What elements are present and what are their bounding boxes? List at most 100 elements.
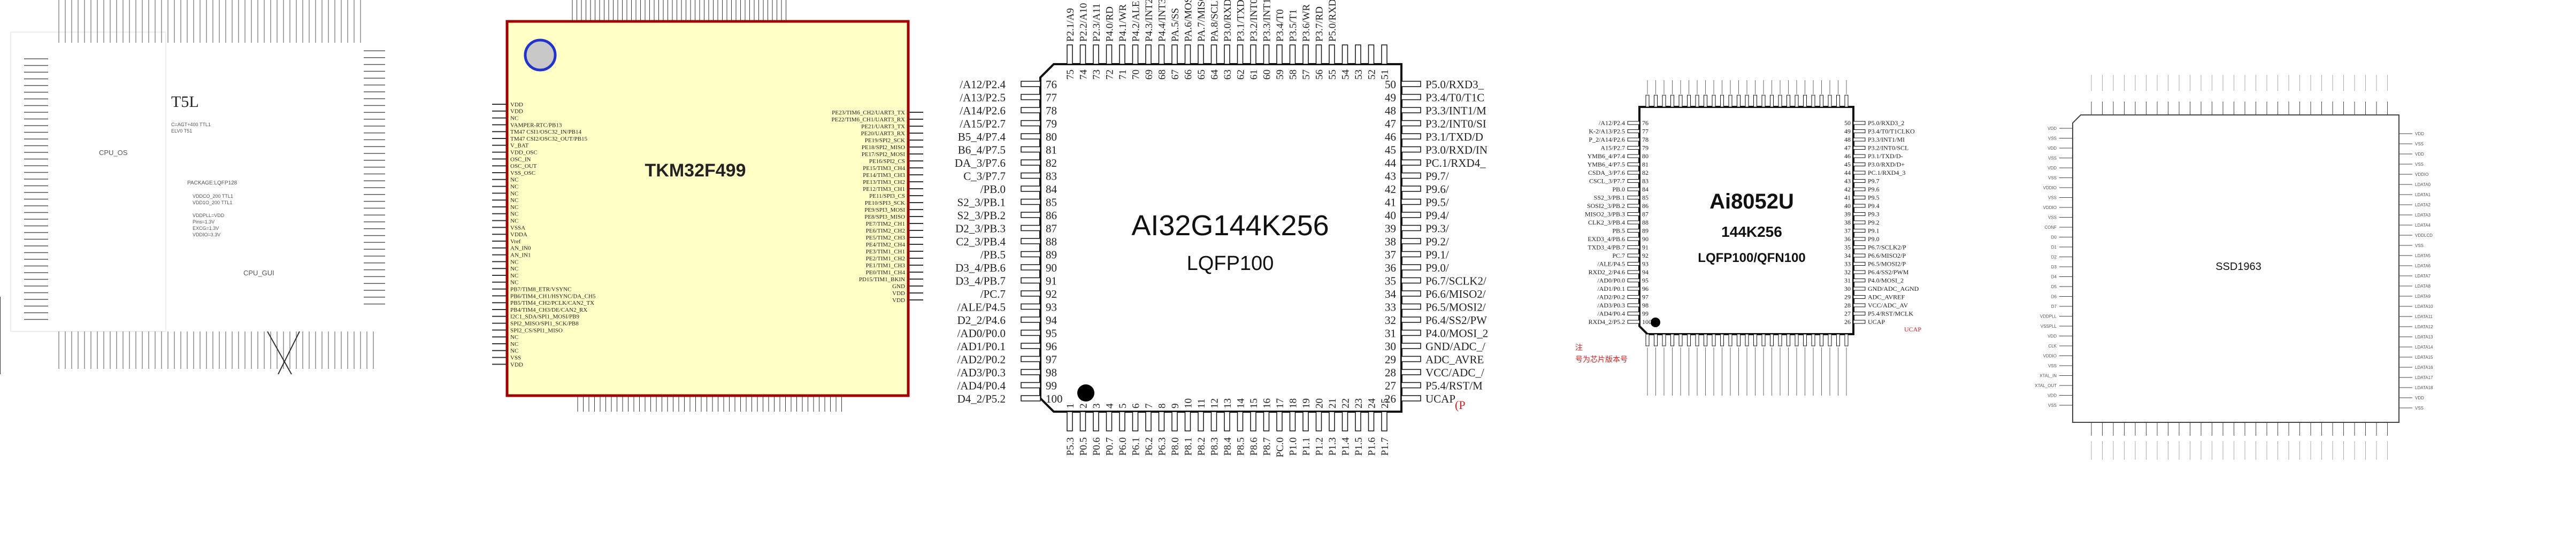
ai32-top-number: 55 (1327, 70, 1338, 80)
ai32-left-label: /AD0/P0.0 (957, 327, 1006, 340)
t5l-note-1: C=AGT+400 TTL1 (171, 122, 211, 127)
ai8052-right-label: P3.0/RXD/D+ (1868, 161, 1905, 168)
ai32-bottom-stub (1158, 411, 1165, 431)
ssd-right-label: LDATA15 (2415, 355, 2433, 360)
ai32-bottom-label: P8.4 (1222, 437, 1233, 456)
ai32-bottom-number: 8 (1157, 404, 1168, 409)
ai32-right-number: 35 (1385, 275, 1396, 288)
ai32-top-stub (1355, 44, 1361, 65)
tkm-right-pin-label: PE14/TIM3_CH3 (863, 172, 905, 179)
ai32-left-number: 85 (1046, 196, 1057, 209)
tkm-left-pin-label: NC (510, 341, 518, 348)
ai32-top-number: 65 (1196, 70, 1207, 80)
ai32-right-number: 29 (1385, 353, 1396, 366)
tkm-left-pin-label: VDD (510, 109, 523, 115)
ai32-title: AI32G144K256 (1131, 210, 1329, 242)
ai32-right-stub (1401, 264, 1421, 271)
ssd-right-label: LDATA11 (2415, 314, 2433, 319)
ai8052-right-label: P6.5/MOSI2/P (1868, 260, 1906, 268)
ai32-left-number: 78 (1046, 104, 1057, 117)
ai32-bottom-number: 1 (1065, 404, 1076, 409)
tkm-right-pin-label: PE18/SPI2_MISO (862, 144, 905, 151)
ai8052-left-label: A15/P2.7 (1600, 144, 1625, 152)
ai32-right-stub (1401, 172, 1421, 179)
tkm-left-pin-label: NC (510, 348, 518, 354)
ai32-left-stub (1021, 251, 1041, 258)
ai32-bottom-number: 9 (1170, 404, 1181, 409)
ai8052-note: 注 号为芯片版本号 (1575, 343, 1628, 364)
ai32-bottom-label: P6.0 (1117, 437, 1129, 455)
ai8052-left-label: /AD3/P0.3 (1597, 302, 1625, 309)
ai32-left-number: 98 (1046, 366, 1057, 379)
ai8052-left-stub (1627, 121, 1640, 125)
ssd-left-label: VSS (2048, 364, 2057, 368)
ai8052-right-label: UCAP (1868, 318, 1885, 326)
ai8052-top-stub (1662, 95, 1666, 107)
ai32-bottom-number: 12 (1209, 398, 1221, 408)
ai8052-right-number: 32 (1844, 268, 1851, 276)
ai8052-top-stub (1803, 95, 1807, 107)
ai32-right-number: 41 (1385, 196, 1396, 209)
ai8052-left-stub (1627, 320, 1640, 324)
ai8052-left-label: P_2/A14/P2.6 (1589, 136, 1625, 143)
ai32-left-stub (1021, 172, 1041, 179)
ai32-left-label: D3_4/PB.7 (955, 275, 1006, 288)
ai32-right-label: P3.0/RXD/IN (1425, 144, 1488, 157)
ai32-bottom-stub (1276, 411, 1283, 431)
ai32-left-number: 82 (1046, 157, 1057, 169)
ai8052-left-number: 96 (1642, 285, 1649, 292)
ai32-right-number: 50 (1385, 78, 1396, 91)
ai32-left-label: C_3/P7.7 (963, 170, 1006, 183)
ai32-right-number: 34 (1385, 288, 1397, 300)
ai32-bottom-number: 11 (1196, 399, 1207, 408)
ai8052-right-number: 41 (1844, 194, 1851, 202)
ai8052-left-label: /ALE/P4.5 (1597, 260, 1625, 268)
ai32-bottom-label: P1.1 (1301, 437, 1312, 455)
tkm-title: TKM32F499 (645, 160, 746, 181)
ai32-right-stub (1401, 277, 1421, 284)
ai8052-top-stub (1787, 95, 1790, 107)
ai8052-right-stub (1853, 229, 1866, 233)
ai32-bottom-number: 24 (1367, 398, 1378, 409)
ai32-right-stub (1401, 329, 1421, 336)
ai8052-top-stub (1670, 95, 1674, 107)
ssd-left-label: D0 (2051, 235, 2057, 240)
ai32-left-number: 100 (1046, 392, 1063, 405)
ai8052-left-stub (1627, 137, 1640, 142)
ai32-left-label: B5_4/P7.4 (958, 130, 1006, 143)
ai32-top-stub (1368, 44, 1375, 65)
ssd-left-label: VDDIO (2043, 186, 2057, 190)
ai8052-bottom-stub (1687, 334, 1691, 346)
ai8052-left-number: 97 (1642, 294, 1649, 301)
ai32-top-number: 57 (1301, 70, 1312, 80)
ai32-left-label: /PC.7 (980, 288, 1006, 300)
ai32-right-number: 26 (1385, 392, 1396, 405)
ai8052-right-number: 33 (1844, 260, 1851, 268)
ai8052-top-stub (1828, 95, 1832, 107)
ai32-top-number: 61 (1248, 70, 1260, 80)
ai32-top-label: P3.2/INT0 (1248, 0, 1260, 42)
ai32-right-stub (1401, 238, 1421, 244)
ai8052-bottom-stub (1795, 334, 1799, 346)
ai8052-right-label: P5.4/RST/MCLK (1868, 310, 1913, 318)
ai32-left-label: D3_4/PB.6 (955, 261, 1006, 274)
ai8052-left-label: CSCL_3/P7.7 (1589, 177, 1625, 185)
ai8052-right-number: 40 (1844, 202, 1851, 210)
tkm-left-pin-label: VSSA (510, 225, 525, 231)
ai32-right-stub (1401, 186, 1421, 192)
ai8052-right-label: P3.1/TXD/D- (1868, 152, 1903, 160)
ai8052-top-stub (1761, 95, 1766, 107)
tkm-left-pin-label: NC (510, 190, 518, 197)
t5l-note-2: ELV0 T51 (171, 128, 192, 134)
ai8052-bottom-stub (1828, 334, 1832, 346)
ai32-bottom-stub (1250, 411, 1256, 431)
t5l-note-6: VDD1O_200 TTL1 (193, 200, 232, 205)
ai32-left-number: 90 (1046, 261, 1057, 274)
ai32-top-label: P4.1/WR (1117, 4, 1129, 42)
ai32-top-number: 73 (1091, 70, 1102, 80)
ai8052-top-stub (1687, 95, 1691, 107)
ssd-right-label: LDATA2 (2415, 203, 2431, 207)
ai8052-left-number: 84 (1642, 186, 1649, 193)
ai32-bottom-number: 16 (1262, 398, 1273, 408)
